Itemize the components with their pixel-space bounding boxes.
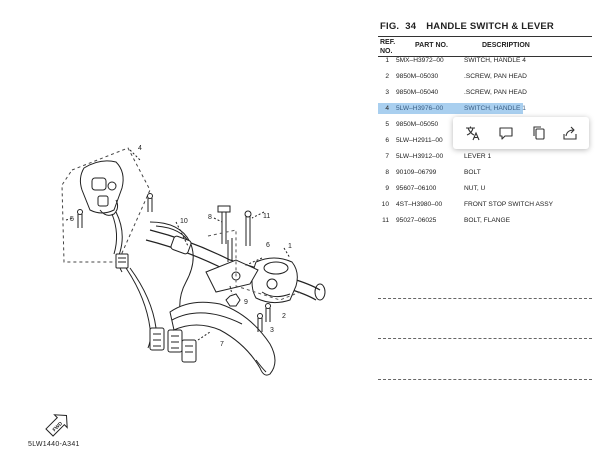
comment-icon xyxy=(499,127,513,140)
description-cell: SWITCH, HANDLE 4 xyxy=(464,57,526,64)
callout-10: 10 xyxy=(180,218,188,225)
ref-cell: 9 xyxy=(385,185,389,192)
description-cell: SWITCH, HANDLE 1 xyxy=(464,105,526,112)
text-selection-highlight xyxy=(378,103,523,114)
part-no-cell: 5LW–H2911–00 xyxy=(396,137,443,144)
callout-4: 4 xyxy=(138,145,142,152)
table-row-selected[interactable]: 4 5LW–H3976–00 SWITCH, HANDLE 1 xyxy=(378,102,592,116)
translate-icon xyxy=(466,126,480,141)
table-row[interactable]: 1 5MX–H3972–00 SWITCH, HANDLE 4 xyxy=(378,54,592,68)
description-cell: BOLT xyxy=(464,169,481,176)
part-no-cell: 5MX–H3972–00 xyxy=(396,57,444,64)
part-no-cell: 95027–06025 xyxy=(396,217,437,224)
blank-row-divider xyxy=(378,338,592,339)
table-row[interactable]: 6 5LW–H2911–00 xyxy=(378,134,592,148)
callout-8: 8 xyxy=(208,214,212,221)
blank-row-divider xyxy=(378,298,592,299)
table-row[interactable]: 5 9850M–05050 xyxy=(378,118,592,132)
translate-button[interactable] xyxy=(459,121,485,145)
table-row[interactable]: 10 4ST–H3980–00 FRONT STOP SWITCH ASSY xyxy=(378,198,592,212)
description-cell: FRONT STOP SWITCH ASSY xyxy=(464,201,554,208)
ref-cell: 2 xyxy=(385,73,389,80)
table-row[interactable]: 7 5LW–H3912–00 LEVER 1 xyxy=(378,150,592,164)
ref-cell: 6 xyxy=(385,137,389,144)
table-row[interactable]: 8 90109–06799 BOLT xyxy=(378,166,592,180)
table-row[interactable]: 3 9850M–05040 .SCREW, PAN HEAD xyxy=(378,86,592,100)
comment-button[interactable] xyxy=(493,121,519,145)
figure-title: FIG. 34 HANDLE SWITCH & LEVER xyxy=(380,21,554,32)
figure-label: FIG. xyxy=(380,21,400,32)
callout-9: 9 xyxy=(244,299,248,306)
figure-name: HANDLE SWITCH & LEVER xyxy=(426,21,554,32)
part-no-cell: 90109–06799 xyxy=(396,169,437,176)
part-no-cell: 9850M–05030 xyxy=(396,73,439,80)
ref-cell: 5 xyxy=(385,121,389,128)
selection-context-menu xyxy=(453,117,589,149)
ref-cell: 8 xyxy=(385,169,389,176)
ref-cell: 11 xyxy=(382,217,389,224)
ref-cell: 7 xyxy=(385,153,389,160)
callout-1: 1 xyxy=(288,243,292,250)
figure-number: 34 xyxy=(405,21,417,32)
ref-cell: 10 xyxy=(381,201,389,208)
description-cell: NUT, U xyxy=(464,185,486,192)
part-no-cell: 9850M–05040 xyxy=(396,89,439,96)
copy-button[interactable] xyxy=(526,121,552,145)
part-no-cell: 9850M–05050 xyxy=(396,121,439,128)
part-no-cell: 5LW–H3912–00 xyxy=(396,153,444,160)
share-button[interactable] xyxy=(557,121,583,145)
exploded-parts-diagram: 4 5 10 8 11 6 1 9 2 3 7 FWD xyxy=(45,145,326,437)
callout-11: 11 xyxy=(263,213,270,220)
table-row[interactable]: 2 9850M–05030 .SCREW, PAN HEAD xyxy=(378,70,592,84)
share-icon xyxy=(563,126,577,140)
callout-6: 6 xyxy=(266,242,270,249)
header-top-rule xyxy=(378,36,592,37)
description-cell: .SCREW, PAN HEAD xyxy=(464,73,527,80)
callout-3: 3 xyxy=(270,327,274,334)
ref-cell: 1 xyxy=(385,57,389,64)
ref-cell: 3 xyxy=(385,89,389,96)
description-cell: .SCREW, PAN HEAD xyxy=(464,89,527,96)
description-cell: BOLT, FLANGE xyxy=(464,217,511,224)
table-row[interactable]: 11 95027–06025 BOLT, FLANGE xyxy=(378,214,592,228)
copy-icon xyxy=(533,126,545,140)
ref-cell: 4 xyxy=(385,105,389,112)
header-bottom-rule xyxy=(378,56,592,57)
callout-7: 7 xyxy=(220,341,224,348)
column-header-part-no: PART NO. xyxy=(415,42,448,49)
callout-5: 5 xyxy=(70,216,74,223)
column-header-description: DESCRIPTION xyxy=(482,42,530,49)
part-no-cell: 4ST–H3980–00 xyxy=(396,201,443,208)
drawing-code: 5LW1440-A341 xyxy=(28,441,80,448)
part-no-cell: 5LW–H3976–00 xyxy=(396,105,444,112)
column-header-ref: REF. NO. xyxy=(380,39,396,55)
description-cell: LEVER 1 xyxy=(464,153,492,160)
table-row[interactable]: 9 95607–06100 NUT, U xyxy=(378,182,592,196)
part-no-cell: 95607–06100 xyxy=(396,185,437,192)
callout-2: 2 xyxy=(282,313,286,320)
blank-row-divider xyxy=(378,379,592,380)
